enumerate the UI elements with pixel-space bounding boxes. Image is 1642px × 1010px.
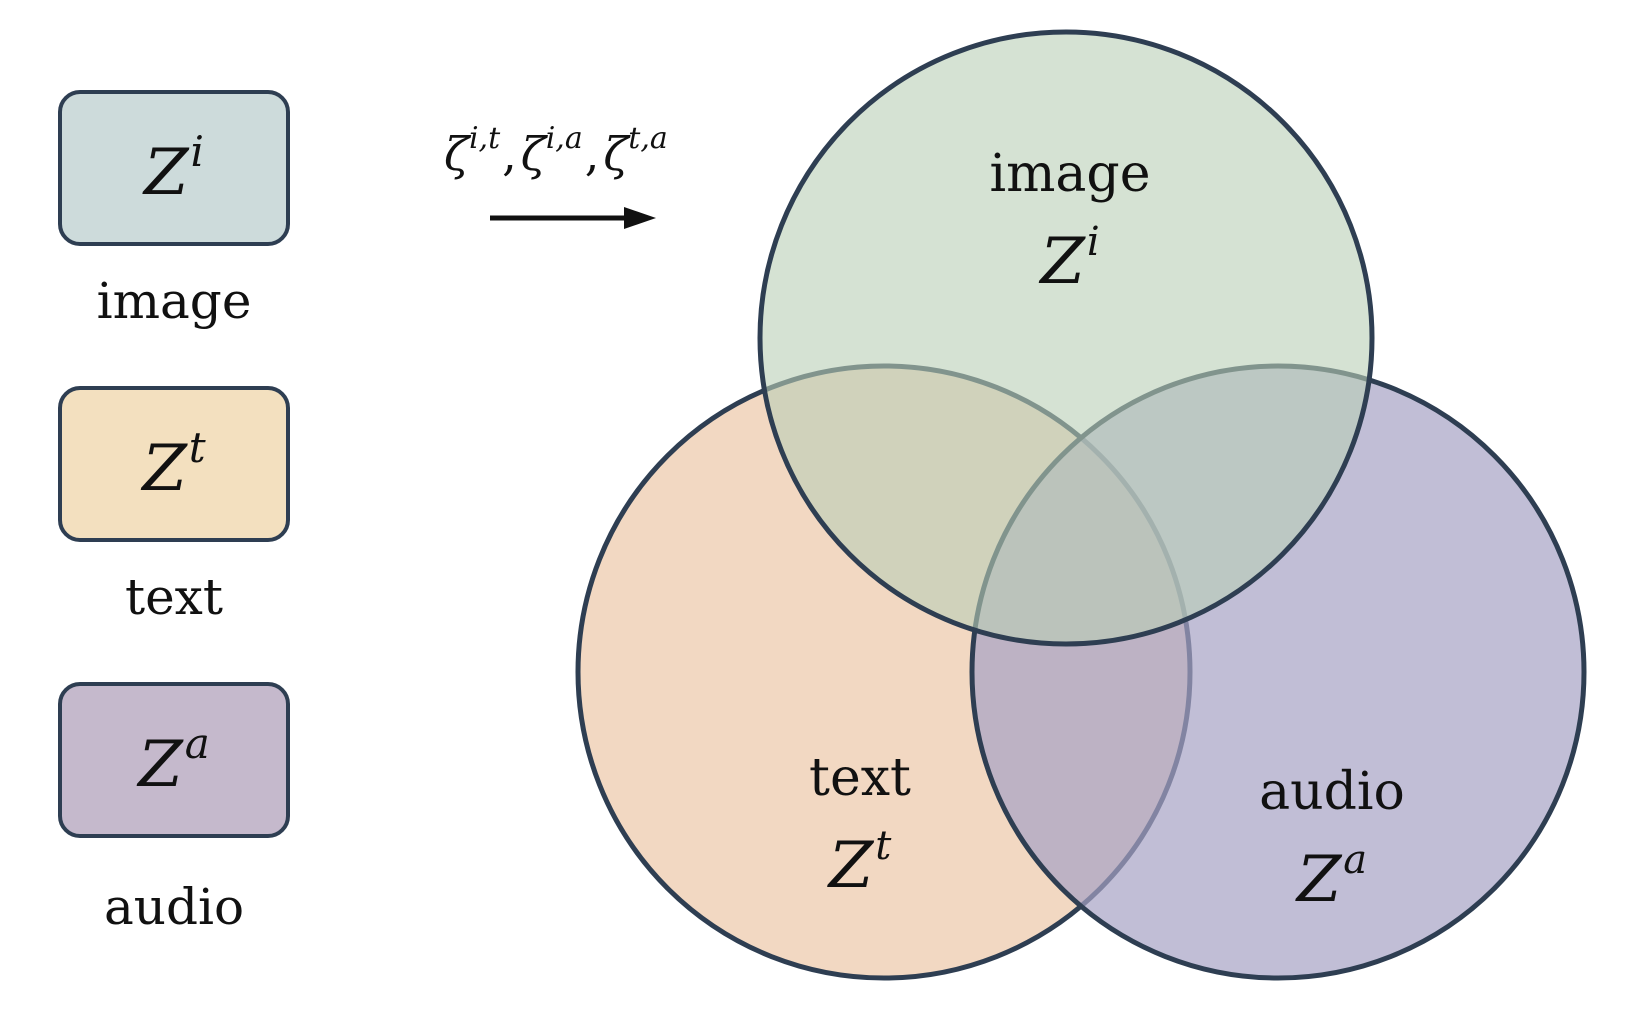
venn-circle-image: [757, 29, 1375, 647]
audio-modality-label: audio: [103, 878, 245, 936]
venn-image-name: image: [989, 144, 1151, 204]
right-arrow-icon: [490, 207, 656, 229]
venn-image-symbol: Zi: [1040, 219, 1100, 299]
image-latent-symbol: Zi: [144, 127, 204, 210]
shared-term-ta: ζt,a: [603, 121, 668, 181]
venn-label-text: text Zt: [730, 752, 990, 898]
shared-term-it: ζi,t: [444, 121, 501, 181]
shared-terms-label: ζi,t,ζi,a,ζt,a: [444, 124, 668, 178]
text-modality-label: text: [125, 568, 223, 626]
venn-text-symbol: Zt: [828, 823, 892, 903]
shared-term-ia: ζi,a: [520, 121, 583, 181]
audio-modality-box: Za: [58, 682, 290, 838]
separator: ,: [502, 127, 517, 181]
venn-label-audio: audio Za: [1202, 766, 1462, 912]
text-latent-symbol: Zt: [142, 423, 206, 506]
venn-label-image: image Zi: [940, 148, 1200, 294]
venn-text-name: text: [809, 748, 911, 808]
image-modality-box: Zi: [58, 90, 290, 246]
separator: ,: [584, 127, 600, 181]
audio-latent-symbol: Za: [138, 719, 210, 802]
image-modality-label: image: [96, 272, 252, 330]
venn-audio-symbol: Za: [1296, 837, 1368, 917]
text-modality-box: Zt: [58, 386, 290, 542]
venn-audio-name: audio: [1259, 762, 1405, 822]
